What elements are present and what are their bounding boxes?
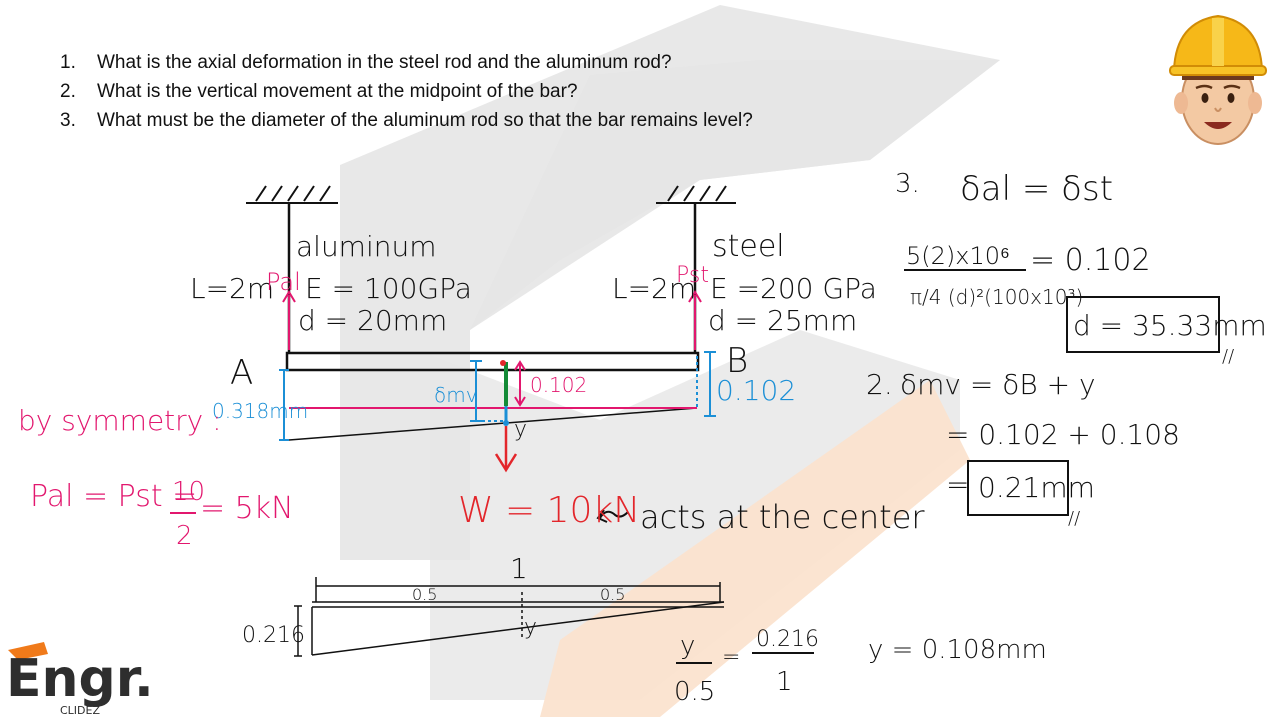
mid-y-label: y (514, 417, 527, 442)
svg-text:=: = (722, 645, 740, 670)
support-right (656, 185, 736, 204)
part3-equation: δal = δst (960, 169, 1113, 209)
part3-label: 3. (895, 169, 920, 199)
aluminum-modulus-label: E = 100GPa (305, 272, 472, 305)
question-item: 1.What is the axial deformation in the s… (60, 52, 672, 73)
steel-deformation-label: 0.102 (716, 374, 796, 407)
part3-fraction-denominator: π/4 (d)²(100x10³) (910, 285, 1083, 309)
support-a-label: A (230, 353, 253, 393)
part3-answer-box (1066, 296, 1220, 353)
similar-total-label: 1 (510, 552, 528, 585)
part2-answer: 0.21mm (978, 471, 1095, 504)
symmetry-result: = 5kN (200, 491, 294, 526)
similar-height-label: 0.216 (242, 623, 305, 648)
symmetry-numerator: 10 (172, 477, 205, 507)
aluminum-diameter-label: d = 20mm (298, 304, 447, 337)
similar-half-left-label: 0.5 (412, 585, 437, 604)
question-item: 2.What is the vertical movement at the m… (60, 81, 578, 102)
question-list: 1.What is the axial deformation in the s… (60, 48, 753, 135)
part2-equals: = (946, 468, 969, 501)
part2-answer-box (967, 460, 1069, 516)
ratio-left-denominator: 0.5 (674, 677, 715, 707)
svg-text://: // (1068, 508, 1080, 529)
part2-line2: = 0.102 + 0.108 (946, 418, 1180, 451)
rigid-bar (285, 351, 700, 372)
similar-half-right-label: 0.5 (600, 585, 625, 604)
mid-displacement-label: δmv (434, 383, 478, 407)
mid-value-label: 0.102 (530, 373, 587, 397)
ratio-left-numerator: y (680, 631, 695, 661)
symmetry-equation: Pal = Pst = (30, 479, 197, 514)
logo-subtext: CLIDEZ (60, 704, 100, 716)
load-label: W = 10kN (458, 490, 640, 531)
pal-label: Pal (266, 268, 301, 296)
aluminum-deformation-label: 0.318mm (212, 399, 308, 423)
mid-deformation-bracket (470, 360, 505, 422)
engineer-avatar (1169, 14, 1267, 145)
steel-modulus-label: E =200 GPa (710, 272, 877, 305)
question-item: 3.What must be the diameter of the alumi… (60, 110, 753, 131)
symmetry-heading: by symmetry : (18, 404, 222, 437)
steel-label: steel (712, 229, 785, 264)
left-deformation-bracket (279, 369, 289, 441)
support-left (246, 185, 338, 204)
part3-equals: = 0.102 (1030, 243, 1151, 278)
part3-answer: d = 35.33mm (1073, 309, 1267, 342)
engr-logo: Engr. CLIDEZ (4, 640, 164, 717)
steel-diameter-label: d = 25mm (708, 304, 857, 337)
steel-length-label: L=2m (612, 272, 696, 305)
logo-text: Engr. (6, 649, 154, 709)
right-deformation-bracket (696, 351, 716, 417)
part3-fraction-numerator: 5(2)x10⁶ (906, 242, 1010, 270)
symmetry-denominator: 2 (176, 521, 193, 551)
part2-label: 2. (866, 368, 893, 401)
similar-y-label: y (524, 615, 537, 640)
support-b-label: B (726, 341, 748, 381)
similar-triangle-diagram (294, 577, 725, 657)
part2-line1: δmv = δB + y (900, 368, 1096, 401)
ratio-right-numerator: 0.216 (756, 627, 819, 652)
ratio-result: y = 0.108mm (868, 635, 1047, 665)
pst-label: Pst (676, 263, 709, 288)
deflected-bar-line (288, 407, 698, 441)
ratio-right-denominator: 1 (776, 667, 793, 697)
aluminum-length-label: L=2m (190, 272, 274, 305)
aluminum-label: aluminum (296, 230, 437, 263)
load-note: acts at the center (640, 498, 925, 536)
svg-text://: // (1222, 346, 1234, 367)
